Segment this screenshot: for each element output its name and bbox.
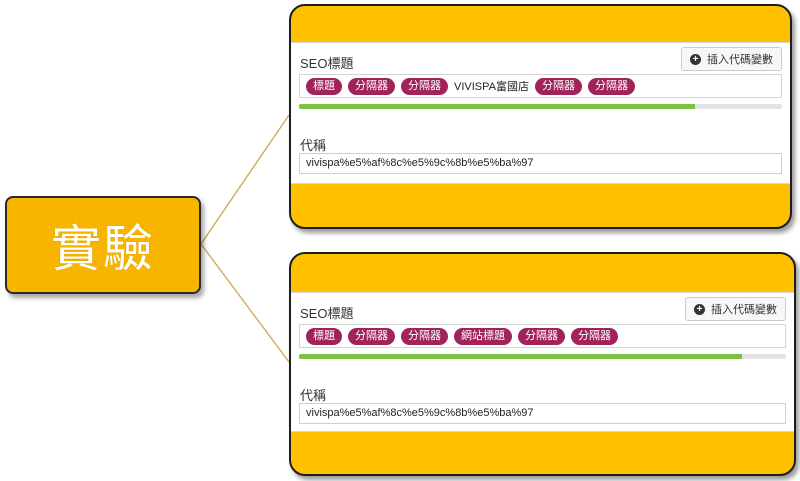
seo-title-tag-input[interactable]: 標題 分隔器 分隔器 VIVISPA富國店 分隔器 分隔器 [299,74,782,98]
slug-label: 代稱 [300,388,327,403]
seo-card: SEO標題 + 插入代碼變數 標題 分隔器 分隔器 VIVISPA富國店 分隔器… [291,42,790,184]
experiment-panel-bottom: SEO標題 + 插入代碼變數 標題 分隔器 分隔器 網站標題 分隔器 分隔器 代… [289,252,796,476]
slug-label: 代稱 [300,138,327,153]
experiment-label: 實驗 [5,196,201,294]
seo-tag[interactable]: 標題 [306,327,342,345]
seo-tag[interactable]: 標題 [306,77,342,95]
seo-tag[interactable]: 分隔器 [401,327,448,345]
seo-length-progress [299,354,786,359]
seo-length-progress-fill [299,104,696,109]
seo-tag[interactable]: 分隔器 [401,77,448,95]
connector-line-bottom [200,243,290,363]
insert-variable-button-label: 插入代碼變數 [707,54,773,66]
seo-tag[interactable]: 分隔器 [518,327,565,345]
seo-title-tag-input[interactable]: 標題 分隔器 分隔器 網站標題 分隔器 分隔器 [299,324,786,348]
insert-variable-button[interactable]: + 插入代碼變數 [681,47,782,71]
seo-tag[interactable]: 分隔器 [571,327,618,345]
insert-variable-button[interactable]: + 插入代碼變數 [685,297,786,321]
seo-title-label: SEO標題 [300,306,354,321]
slug-input[interactable]: vivispa%e5%af%8c%e5%9c%8b%e5%ba%97 [299,403,786,424]
seo-tag[interactable]: 分隔器 [587,77,635,95]
connector-line-top [200,114,290,245]
seo-tag[interactable]: 分隔器 [348,77,395,95]
plus-circle-icon: + [694,303,705,315]
insert-variable-button-label: 插入代碼變數 [711,304,777,316]
experiment-panel-top: SEO標題 + 插入代碼變數 標題 分隔器 分隔器 VIVISPA富國店 分隔器… [289,4,792,229]
slug-input[interactable]: vivispa%e5%af%8c%e5%9c%8b%e5%ba%97 [299,153,782,174]
seo-length-progress-fill [299,354,743,359]
seo-length-progress [299,104,782,109]
seo-tag[interactable]: 分隔器 [348,327,395,345]
seo-title-label: SEO標題 [300,56,354,71]
seo-tag[interactable]: 分隔器 [534,77,582,95]
plus-circle-icon: + [690,53,701,65]
seo-card: SEO標題 + 插入代碼變數 標題 分隔器 分隔器 網站標題 分隔器 分隔器 代… [291,292,794,432]
experiment-label-text: 實驗 [51,220,155,278]
seo-plain-text: VIVISPA富國店 [454,81,529,93]
seo-tag[interactable]: 網站標題 [454,327,512,345]
